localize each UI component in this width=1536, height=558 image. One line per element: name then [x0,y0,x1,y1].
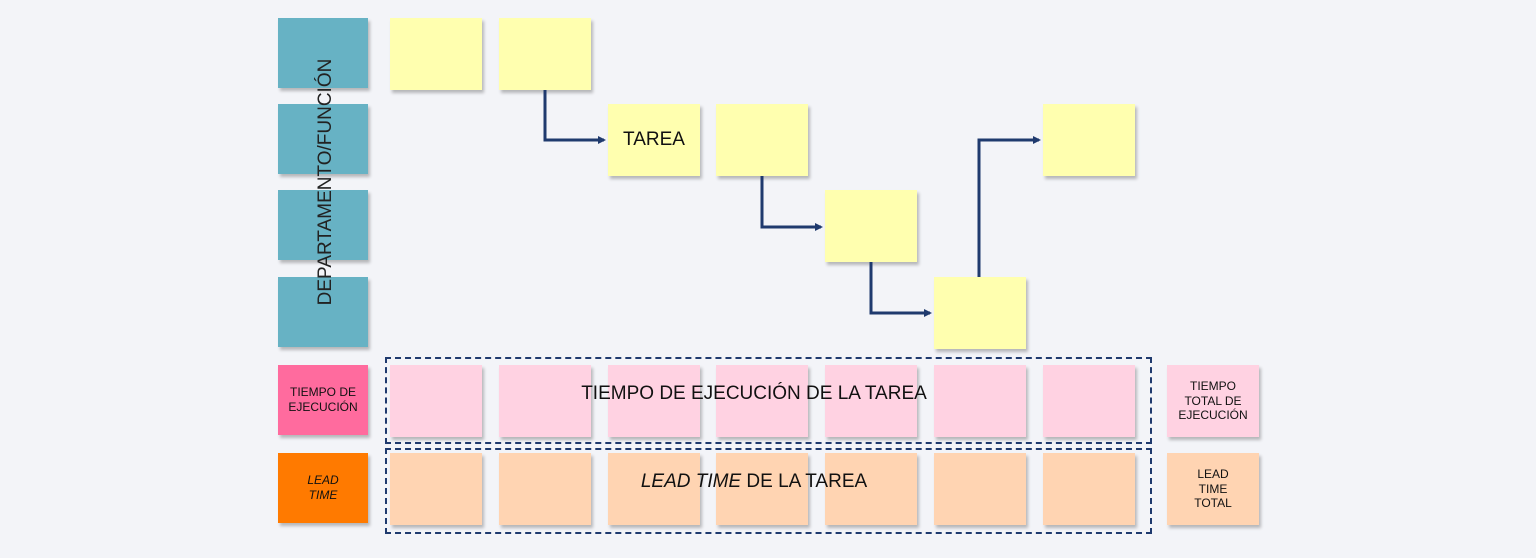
department-box-2 [278,104,368,174]
lead-box-1 [390,453,482,525]
time-box-5 [825,365,917,437]
lead-time-italic: LEAD TIME [640,471,742,492]
lead-time-label: LEAD TIME [278,453,368,523]
department-box-4 [278,277,368,347]
arrow-2 [760,176,823,231]
lead-time-text: LEAD TIME DE LA TAREA [641,471,867,493]
lead-box-4 [716,453,808,525]
department-box-1 [278,18,368,88]
lead-box-5 [825,453,917,525]
execution-time-text: TIEMPO DE EJECUCIÓN DE LA TAREA [581,383,927,404]
arrow-3 [869,262,932,317]
task-box-6 [934,277,1026,349]
time-box-6 [934,365,1026,437]
lead-time-rest: DE LA TAREA [741,471,868,492]
execution-time-frame [385,357,1152,444]
execution-time-label: TIEMPO DE EJECUCIÓN [278,365,368,435]
time-box-4 [716,365,808,437]
task-label: TAREA [623,129,685,150]
total-execution-time-box: TIEMPO TOTAL DE EJECUCIÓN [1167,365,1259,437]
time-box-2 [499,365,591,437]
lead-box-3 [608,453,700,525]
time-box-7 [1043,365,1135,437]
arrow-4 [977,136,1041,277]
department-box-3 [278,190,368,260]
lead-time-frame [385,448,1152,534]
time-box-1 [390,365,482,437]
lead-box-2 [499,453,591,525]
task-box-1 [390,18,482,90]
task-box-2 [499,18,591,90]
task-box-7 [1043,104,1135,176]
task-box-4 [716,104,808,176]
lead-box-6 [934,453,1026,525]
total-lead-time-box: LEAD TIME TOTAL [1167,453,1259,525]
lead-box-7 [1043,453,1135,525]
task-box-5 [825,190,917,262]
task-box-3: TAREA [608,104,700,176]
arrow-1 [543,90,606,144]
time-box-3 [608,365,700,437]
